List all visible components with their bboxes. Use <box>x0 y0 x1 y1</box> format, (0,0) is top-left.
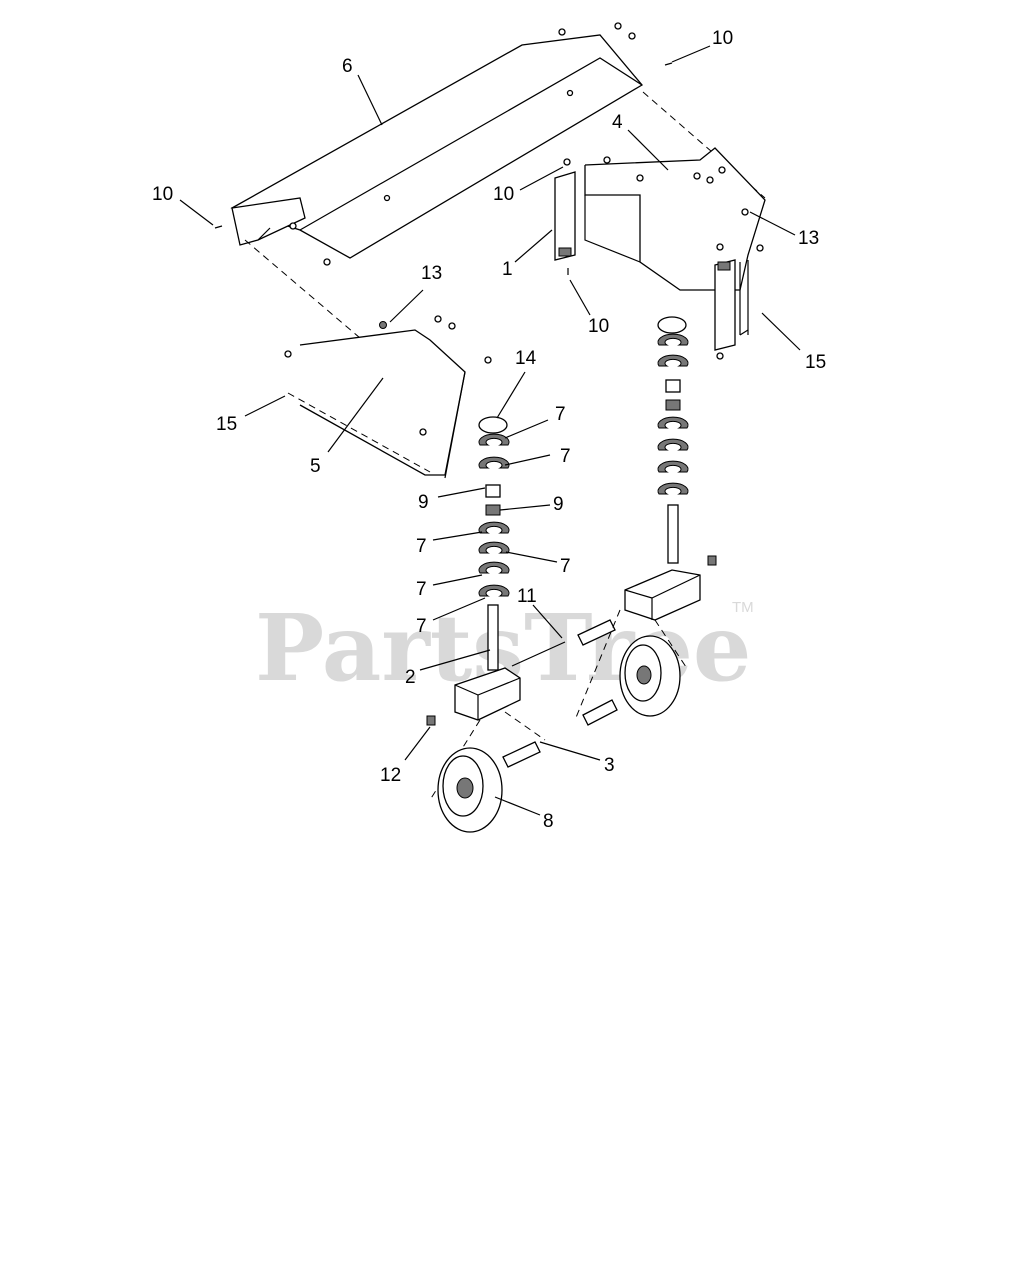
callout-4: 4 <box>612 112 623 133</box>
callout-7: 7 <box>560 446 571 467</box>
right-wheel <box>619 635 681 717</box>
callout-5: 5 <box>310 456 321 477</box>
callout-15: 15 <box>216 414 237 435</box>
part-12-nut <box>426 715 436 726</box>
part-8-wheel-left <box>437 747 503 833</box>
part-3-axle-left <box>502 741 541 768</box>
assembly-line <box>574 609 621 721</box>
assembly-line <box>504 711 546 741</box>
callout-10: 10 <box>712 28 733 49</box>
callout-8: 8 <box>543 811 554 832</box>
callout-6: 6 <box>342 56 353 77</box>
screw-10-left <box>214 225 223 229</box>
right-spindle-stack <box>657 316 689 564</box>
callout-7: 7 <box>416 616 427 637</box>
part-1-bracket <box>554 158 576 275</box>
part-4-side-plate <box>584 147 766 291</box>
callout-13: 13 <box>798 228 819 249</box>
callout-7: 7 <box>416 536 427 557</box>
callout-14: 14 <box>515 348 537 369</box>
left-caster-fork <box>454 641 566 721</box>
assembly-line <box>287 392 431 473</box>
callout-7: 7 <box>560 556 571 577</box>
callout-10: 10 <box>588 316 609 337</box>
assembly-line <box>654 619 689 671</box>
callout-9: 9 <box>553 494 564 515</box>
callout-11: 11 <box>517 586 537 607</box>
right-caster-fork <box>624 555 717 621</box>
assembly-line <box>244 239 361 339</box>
callout-12: 12 <box>380 765 401 786</box>
part-5-side-plate <box>284 315 492 479</box>
part-1-bracket-right <box>714 243 749 360</box>
callout-3: 3 <box>604 755 615 776</box>
part-6-cover <box>230 22 643 266</box>
callout-10: 10 <box>152 184 173 205</box>
leader-lines <box>179 45 801 816</box>
right-axle <box>577 619 618 726</box>
callout-1: 1 <box>502 259 513 280</box>
callout-15: 15 <box>805 352 826 373</box>
callout-13: 13 <box>421 263 442 284</box>
callout-7: 7 <box>416 579 427 600</box>
callout-7: 7 <box>555 404 566 425</box>
callout-2: 2 <box>405 667 416 688</box>
watermark-trademark: TM <box>732 599 754 616</box>
callout-10: 10 <box>493 184 514 205</box>
screw-10-top <box>664 62 673 66</box>
callout-9: 9 <box>418 492 429 513</box>
